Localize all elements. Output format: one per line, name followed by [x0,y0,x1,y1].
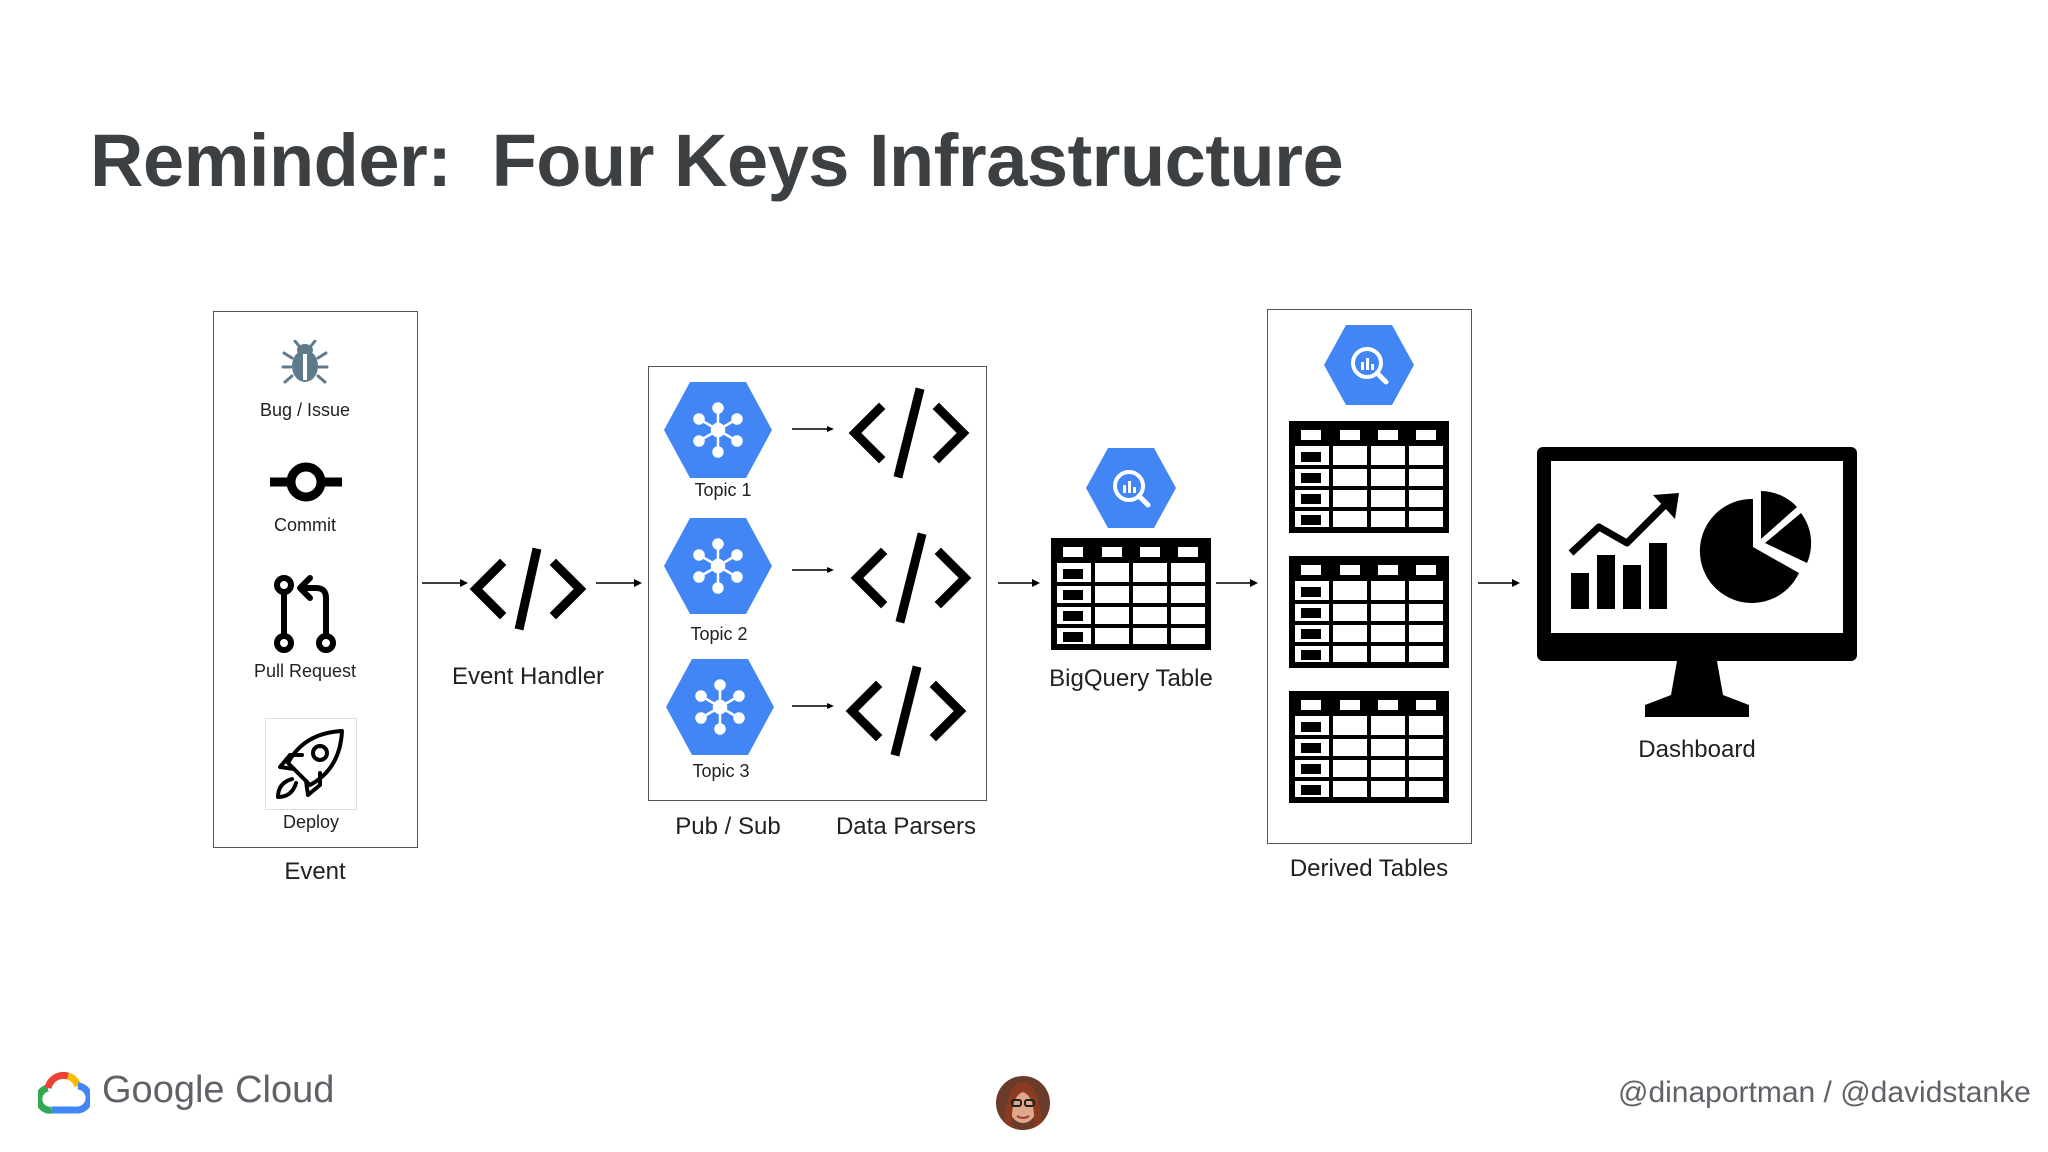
arrow-pubsub-to-bigquery [998,579,1040,587]
pull-request-icon [274,575,336,653]
slide-title: Reminder: Four Keys Infrastructure [90,119,1344,202]
google-cloud-brand: Google Cloud [102,1069,335,1111]
topic-1-label: Topic 1 [694,480,752,500]
parser-3-code-icon [845,665,967,757]
arrow-topic3-parser [792,703,834,709]
event-handler-label: Event Handler [451,663,605,690]
avatar [996,1076,1050,1130]
speaker-handles: @dinaportman / @davidstanke [1618,1076,2031,1109]
event-label-pull-request: Pull Request [253,661,357,681]
derived-table-1-icon [1289,421,1449,533]
event-label-commit: Commit [274,515,336,535]
topic-3-label: Topic 3 [692,761,750,781]
parser-2-code-icon [850,532,972,624]
derived-table-3-icon [1289,691,1449,803]
pubsub-caption: Pub / Sub [675,813,781,840]
commit-icon [270,462,342,502]
event-caption: Event [284,858,346,885]
pubsub-icon [666,659,774,755]
dashboard-label: Dashboard [1638,736,1756,763]
arrow-topic2-parser [792,567,834,573]
rocket-icon [276,729,344,799]
topic-2-label: Topic 2 [690,624,748,644]
deploy-icon-frame [265,718,357,810]
event-label-bug: Bug / Issue [259,400,351,420]
arrow-event-to-handler [422,579,468,587]
arrow-handler-to-pubsub [596,579,642,587]
pubsub-icon [664,382,772,478]
monitor-chart-icon [1537,447,1857,717]
arrow-bigquery-to-derived [1216,579,1258,587]
bigquery-table-icon [1051,538,1211,650]
bigquery-table-label: BigQuery Table [1049,665,1213,692]
derived-table-2-icon [1289,556,1449,668]
arrow-derived-to-dashboard [1478,579,1520,587]
pubsub-icon [664,518,772,614]
event-label-deploy: Deploy [282,812,340,832]
data-parsers-caption: Data Parsers [835,813,977,840]
bigquery-icon [1086,448,1176,528]
google-cloud-logo-icon [38,1071,90,1114]
code-icon [469,547,587,631]
arrow-topic1-parser [792,426,834,432]
parser-1-code-icon [848,387,970,479]
bug-icon [281,340,329,384]
derived-tables-label: Derived Tables [1289,855,1449,882]
derived-bigquery-icon [1324,325,1414,405]
